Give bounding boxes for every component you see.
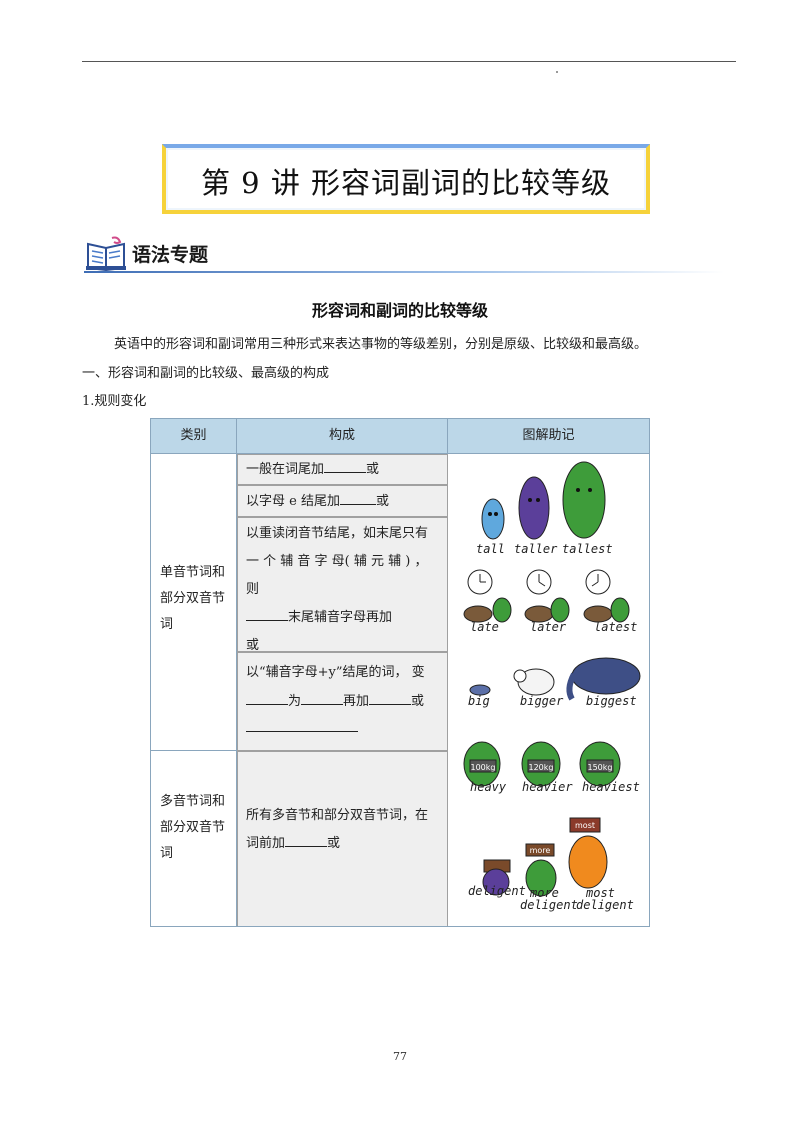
caption-deligent: deligent	[468, 884, 526, 898]
caption-later: later	[530, 620, 567, 634]
answer-blank[interactable]	[301, 692, 344, 705]
caption-heaviest: heaviest	[582, 780, 640, 794]
rule-text: 以“辅音字母+y”结尾的词， 变	[246, 665, 425, 680]
rule-general: 一般在词尾加 或	[237, 454, 448, 485]
answer-blank[interactable]	[324, 460, 367, 473]
illustration-panel: 100kg 120kg 150kg more most tall taller …	[448, 454, 649, 926]
weight-label: 100kg	[471, 763, 496, 772]
answer-blank[interactable]	[339, 492, 376, 505]
rule-text: 词前加 或	[246, 834, 340, 854]
caption-most: most	[586, 886, 615, 900]
category-line: 单音节词和	[160, 565, 226, 580]
intro-paragraph: 英语中的形容词和副词常用三种形式来表达事物的等级差别，分别是原级、比较级和最高级…	[114, 337, 648, 352]
box-label: more	[530, 846, 551, 855]
category-line: 词	[160, 617, 174, 632]
decorative-dot	[556, 71, 558, 73]
illustration-drawings: 100kg 120kg 150kg more most	[463, 461, 641, 897]
chapter-title: 第 9 讲 形容词副词的比较等级	[200, 166, 612, 200]
rule-fragment: 或	[411, 694, 425, 709]
chapter-title-box: 第 9 讲 形容词副词的比较等级	[162, 144, 650, 214]
caption-tall: tall	[476, 542, 505, 556]
answer-blank[interactable]	[369, 692, 412, 705]
rule-text: 以重读闭音节结尾，如末尾只有	[246, 526, 429, 541]
rule-text	[246, 719, 358, 739]
subheading-regular: 1.规则变化	[82, 394, 147, 409]
document-heading: 形容词和副词的比较等级	[311, 301, 488, 320]
caption-big: big	[468, 694, 490, 708]
category-line: 多音节词和	[160, 794, 226, 809]
rule-suffix: 或	[375, 494, 389, 509]
rule-text: 或	[246, 638, 260, 653]
category-line: 部分双音节	[160, 591, 226, 606]
tall-figures	[481, 461, 606, 540]
category-line: 部分双音节	[160, 820, 226, 835]
rule-prefix: 一般在词尾加	[246, 462, 325, 477]
caption-bigger: bigger	[520, 694, 564, 708]
section-header: 语法专题	[84, 236, 724, 276]
rule-ending-e: 以字母 e 结尾加 或	[237, 485, 448, 517]
answer-blank[interactable]	[246, 719, 288, 732]
section-label: 语法专题	[132, 244, 209, 266]
caption-late: late	[470, 620, 499, 634]
caption-biggest: biggest	[586, 694, 637, 708]
heavy-figures: 100kg 120kg 150kg	[463, 741, 621, 787]
rule-prefix: 词前加	[246, 836, 286, 851]
header-formation: 构成	[237, 419, 448, 454]
rule-suffix: 或	[366, 462, 380, 477]
caption-heavy: heavy	[470, 780, 507, 794]
rule-text: 所有多音节和部分双音节词，在	[246, 808, 429, 823]
category-line: 词	[160, 846, 174, 861]
animal-figures	[469, 657, 641, 701]
caption-more: more	[530, 886, 559, 900]
box-label: most	[575, 821, 595, 830]
open-book-icon	[86, 236, 126, 272]
section-underline	[84, 271, 724, 273]
rule-text: 一 个 辅 音 字 母( 辅 元 辅 ) ，	[246, 554, 428, 569]
diligent-figures: more most	[482, 817, 608, 897]
rule-text: 一般在词尾加 或	[246, 460, 379, 480]
rule-prefix: 以字母 e 结尾加	[246, 494, 340, 509]
answer-blank[interactable]	[246, 692, 288, 705]
header-illustration: 图解助记	[448, 419, 649, 454]
rule-suffix: 或	[327, 836, 341, 851]
caption-heavier: heavier	[522, 780, 573, 794]
rule-consonant-y: 以“辅音字母+y”结尾的词， 变 为 再加 或	[237, 652, 448, 751]
caption-taller: taller	[514, 542, 558, 556]
caption-most-deligent: deligent	[576, 898, 634, 912]
header-rule	[82, 61, 736, 62]
subheading-formation: 一、形容词和副词的比较级、最高级的构成	[82, 366, 330, 381]
rule-text: 以字母 e 结尾加 或	[246, 492, 389, 512]
weight-label: 120kg	[529, 763, 554, 772]
rule-text: 末尾辅音字母再加	[246, 608, 392, 628]
rule-fragment: 再加	[343, 694, 370, 709]
caption-tallest: tallest	[562, 542, 613, 556]
category-monosyllabic: 单音节词和 部分双音节 词	[151, 454, 237, 751]
rule-text: 则	[246, 582, 260, 597]
comparison-table: 类别 构成 图解助记 单音节词和 部分双音节 词 多音节词和 部分双音节 词 一…	[150, 418, 650, 927]
weight-label: 150kg	[588, 763, 613, 772]
rule-polysyllabic: 所有多音节和部分双音节词，在 词前加 或	[237, 751, 448, 926]
answer-blank[interactable]	[246, 608, 288, 621]
answer-blank[interactable]	[288, 719, 358, 732]
rule-closed-syllable: 以重读闭音节结尾，如末尾只有 一 个 辅 音 字 母( 辅 元 辅 ) ， 则 …	[237, 517, 448, 653]
answer-blank[interactable]	[285, 834, 328, 847]
header-category: 类别	[151, 419, 237, 454]
category-polysyllabic: 多音节词和 部分双音节 词	[151, 751, 237, 926]
page-number: 77	[393, 1050, 407, 1063]
caption-latest: latest	[594, 620, 638, 634]
rule-fragment: 末尾辅音字母再加	[288, 610, 393, 625]
caption-more-deligent: deligent	[520, 898, 578, 912]
rule-fragment: 为	[288, 694, 302, 709]
clock-figures	[463, 569, 630, 623]
rule-text: 为 再加 或	[246, 692, 424, 712]
